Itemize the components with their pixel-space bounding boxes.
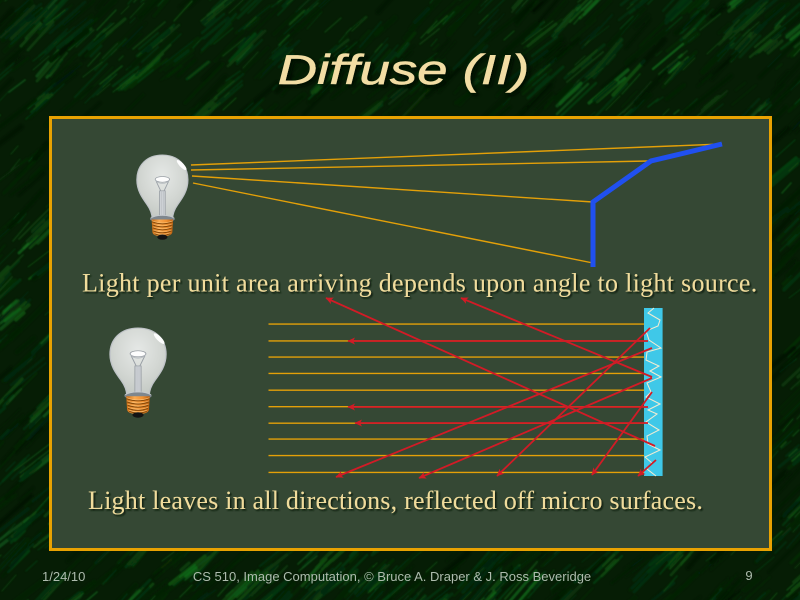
svg-text:Light leaves in all directions: Light leaves in all directions, reflecte… bbox=[88, 486, 703, 515]
svg-text:CS 510, Image Computation, © B: CS 510, Image Computation, © Bruce A. Dr… bbox=[193, 569, 591, 584]
svg-text:Diffuse (II): Diffuse (II) bbox=[278, 47, 530, 94]
svg-text:9: 9 bbox=[745, 568, 752, 583]
svg-text:1/24/10: 1/24/10 bbox=[42, 569, 85, 584]
svg-text:Light per unit area arriving d: Light per unit area arriving depends upo… bbox=[82, 269, 758, 298]
